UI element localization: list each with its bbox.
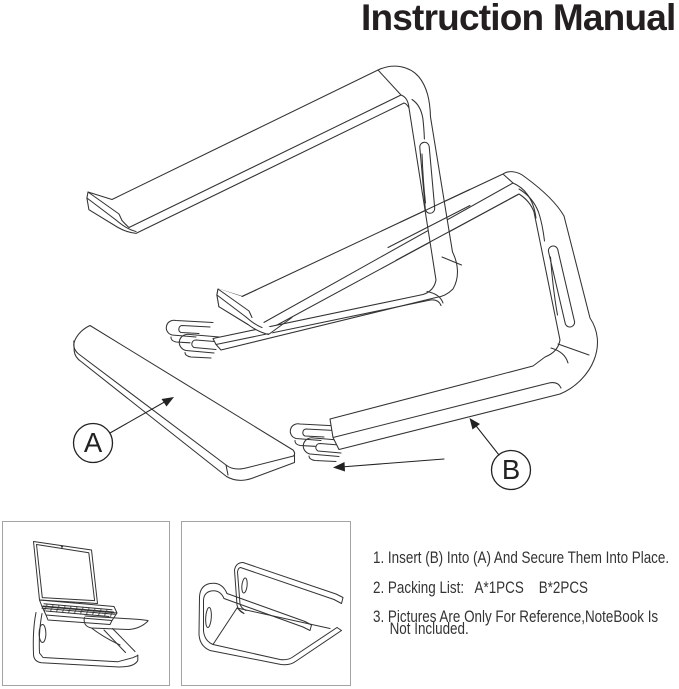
svg-text:B: B: [502, 454, 520, 485]
svg-text:A: A: [84, 427, 103, 458]
